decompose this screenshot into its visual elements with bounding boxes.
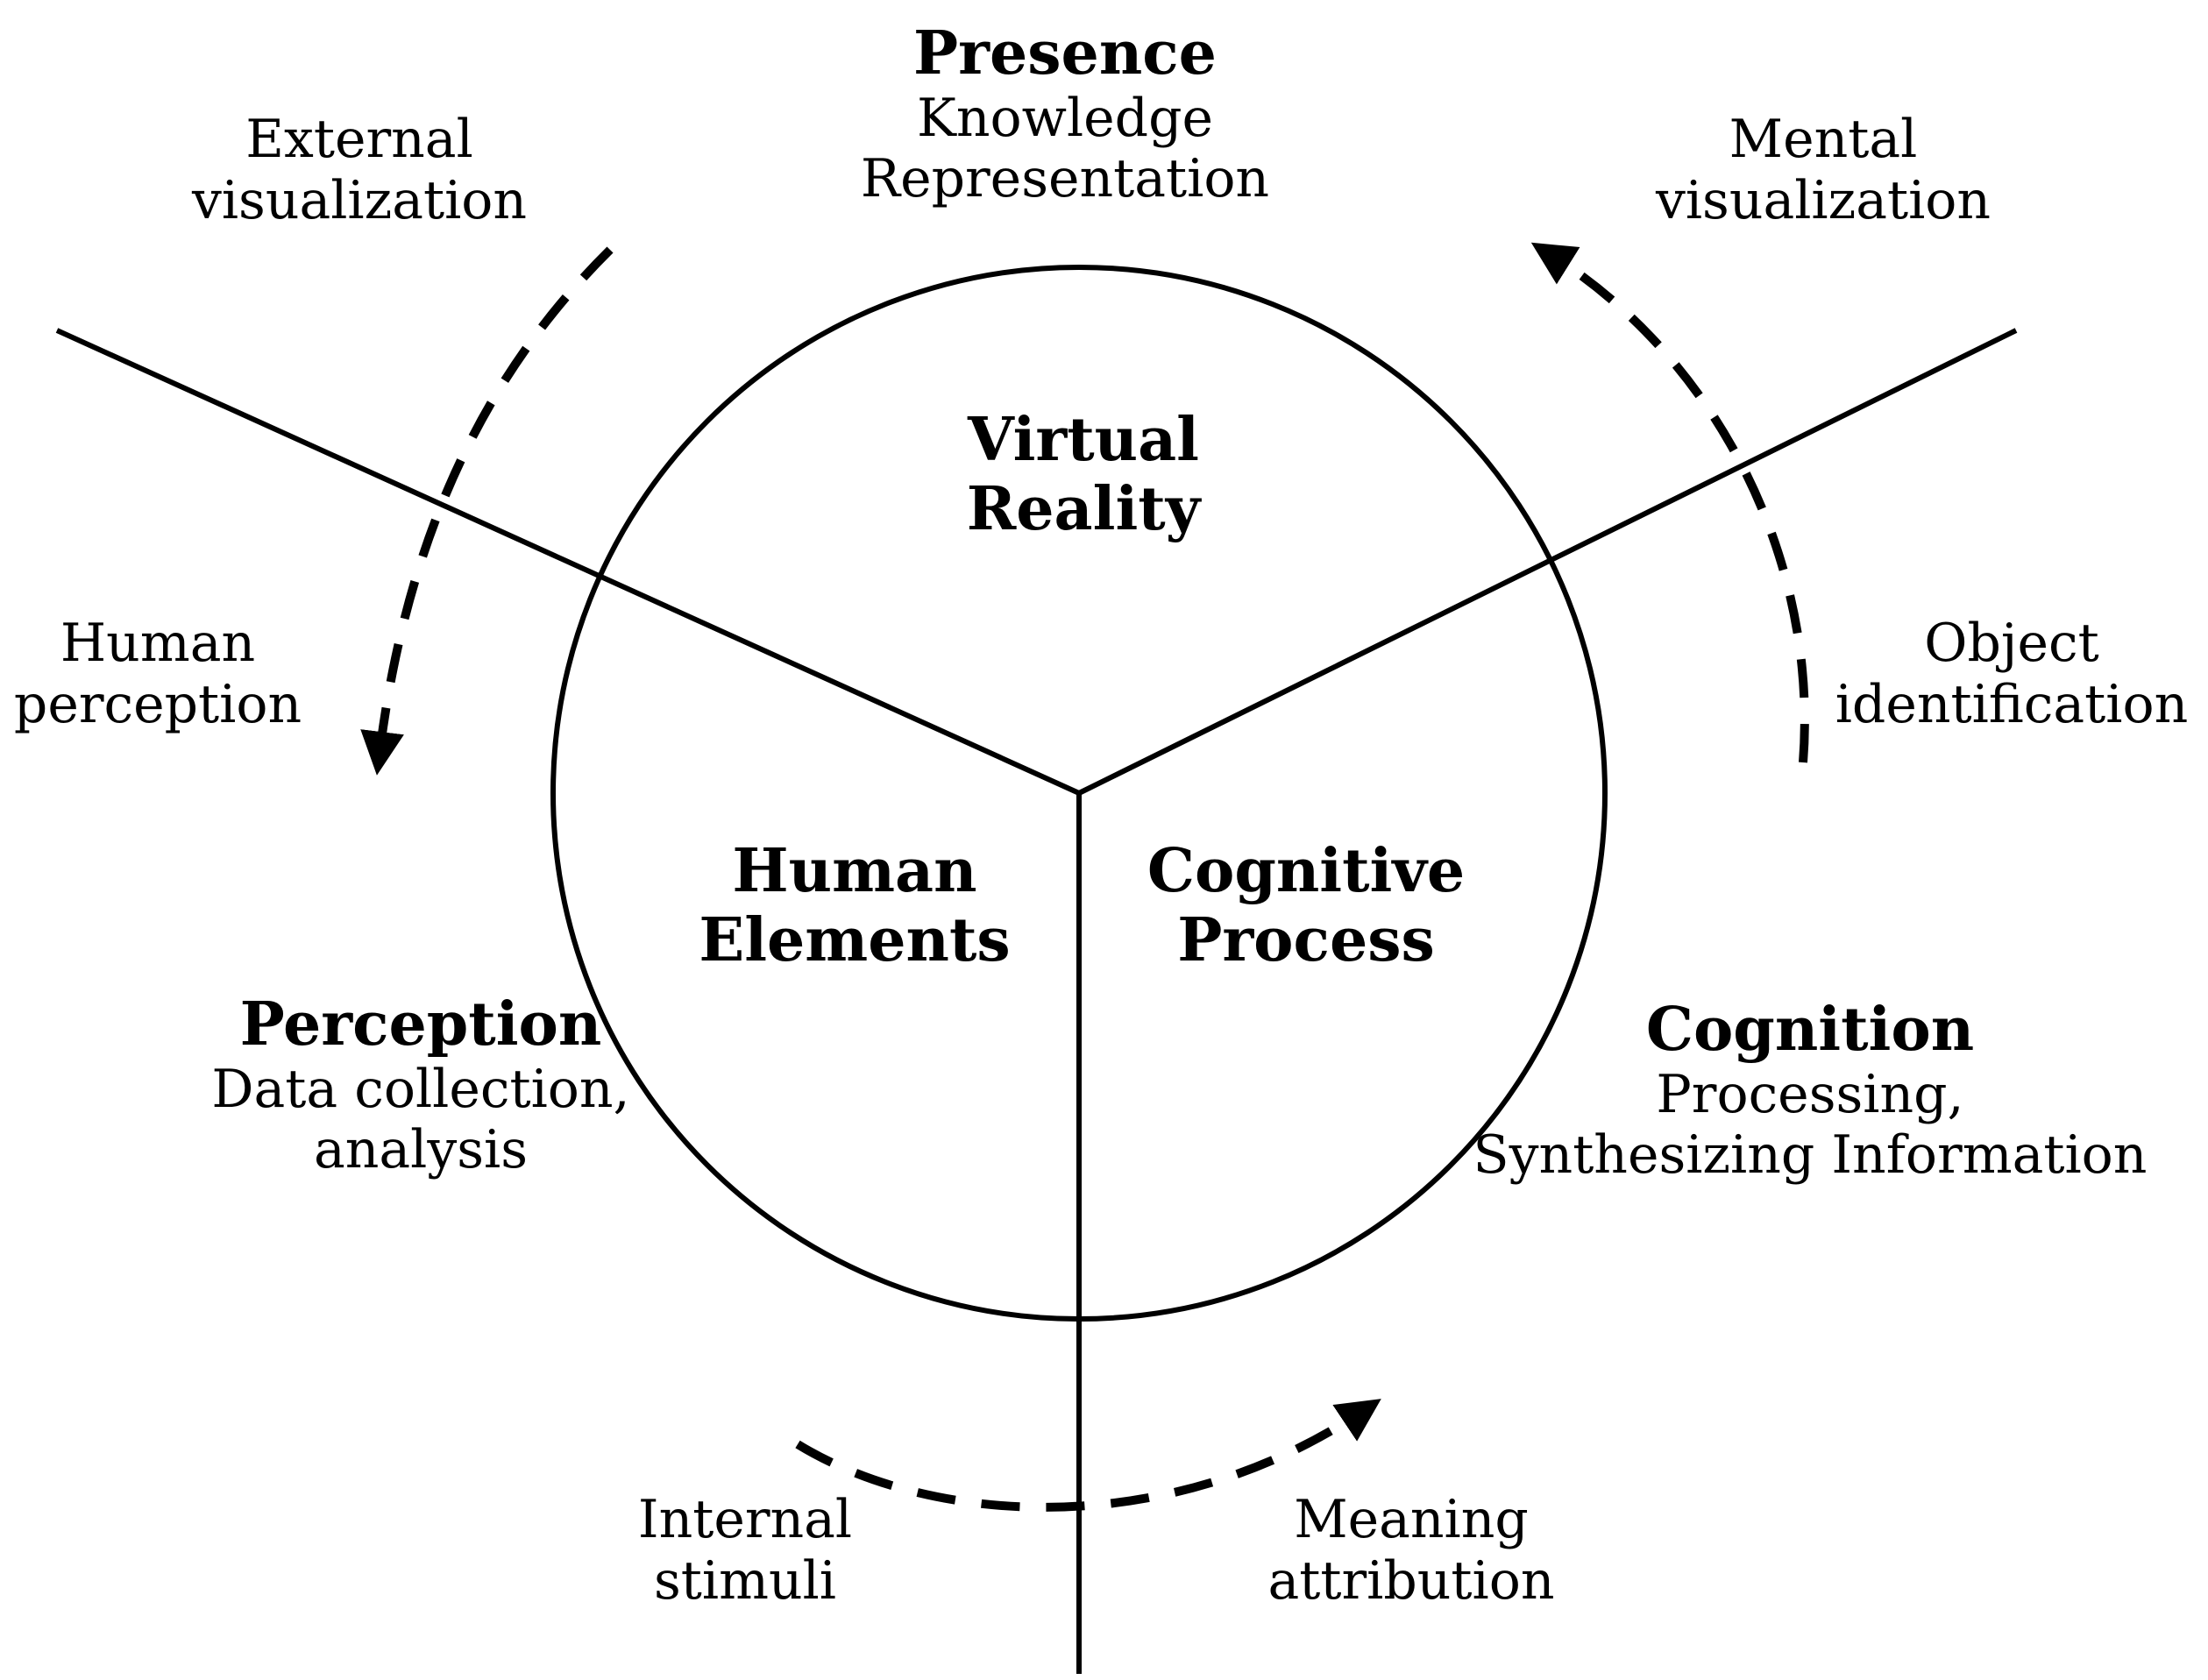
sector-top-line1: Virtual [968, 405, 1199, 475]
meaning-attribution-line1: Meaning [1294, 1489, 1529, 1550]
perception-heading: Perception [239, 989, 602, 1060]
sector-label-human-elements: Human Elements [679, 837, 1030, 975]
sector-right-line1: Cognitive [1147, 836, 1466, 906]
human-perception-line1: Human [60, 613, 256, 674]
dashed-arrow-bottom [795, 1399, 1381, 1512]
mental-visualization-line1: Mental [1729, 109, 1918, 170]
cognition-heading: Cognition [1645, 995, 1975, 1065]
divider-line-right [1077, 328, 2018, 796]
group-label-cognition: Cognition Processing, Synthesizing Infor… [1420, 996, 2200, 1187]
cognition-line2: Synthesizing Information [1473, 1124, 2148, 1187]
arrow-label-internal-stimuli: Internal stimuli [605, 1489, 885, 1612]
internal-stimuli-line1: Internal [637, 1489, 853, 1550]
dashed-arrow-right [1530, 242, 1809, 763]
external-visualization-line2: visualization [191, 169, 528, 231]
external-visualization-line1: External [245, 109, 473, 170]
divider-line-left [55, 328, 1081, 796]
perception-line2: analysis [313, 1119, 529, 1181]
object-identification-line2: identification [1835, 673, 2189, 735]
presence-line2: Representation [860, 148, 1270, 210]
human-perception-line2: perception [13, 673, 302, 735]
sector-label-virtual-reality: Virtual Reality [908, 406, 1259, 544]
dashed-arrow-left [360, 246, 614, 776]
object-identification-line1: Object [1924, 613, 2099, 674]
perception-line1: Data collection, [211, 1058, 630, 1120]
presence-line1: Knowledge [917, 87, 1213, 149]
sector-label-cognitive-process: Cognitive Process [1122, 837, 1490, 975]
sector-left-line2: Elements [699, 904, 1011, 975]
arrow-label-meaning-attribution: Meaning attribution [1245, 1489, 1578, 1612]
sector-left-line1: Human [732, 836, 977, 906]
cognition-line1: Processing, [1656, 1063, 1964, 1125]
sector-top-line2: Reality [966, 473, 1201, 544]
arrow-label-mental-visualization: Mental visualization [1604, 109, 2042, 231]
arrow-label-human-perception: Human perception [0, 613, 316, 735]
arrow-label-external-visualization: External visualization [140, 109, 579, 231]
group-label-presence: Presence Knowledge Representation [771, 19, 1359, 210]
sector-right-line2: Process [1177, 904, 1435, 975]
arrow-label-object-identification: Object identification [1823, 613, 2200, 735]
group-label-perception: Perception Data collection, analysis [149, 990, 692, 1181]
meaning-attribution-line2: attribution [1267, 1549, 1555, 1612]
presence-heading: Presence [913, 18, 1217, 89]
internal-stimuli-line2: stimuli [653, 1549, 836, 1612]
mental-visualization-line2: visualization [1655, 169, 1991, 231]
